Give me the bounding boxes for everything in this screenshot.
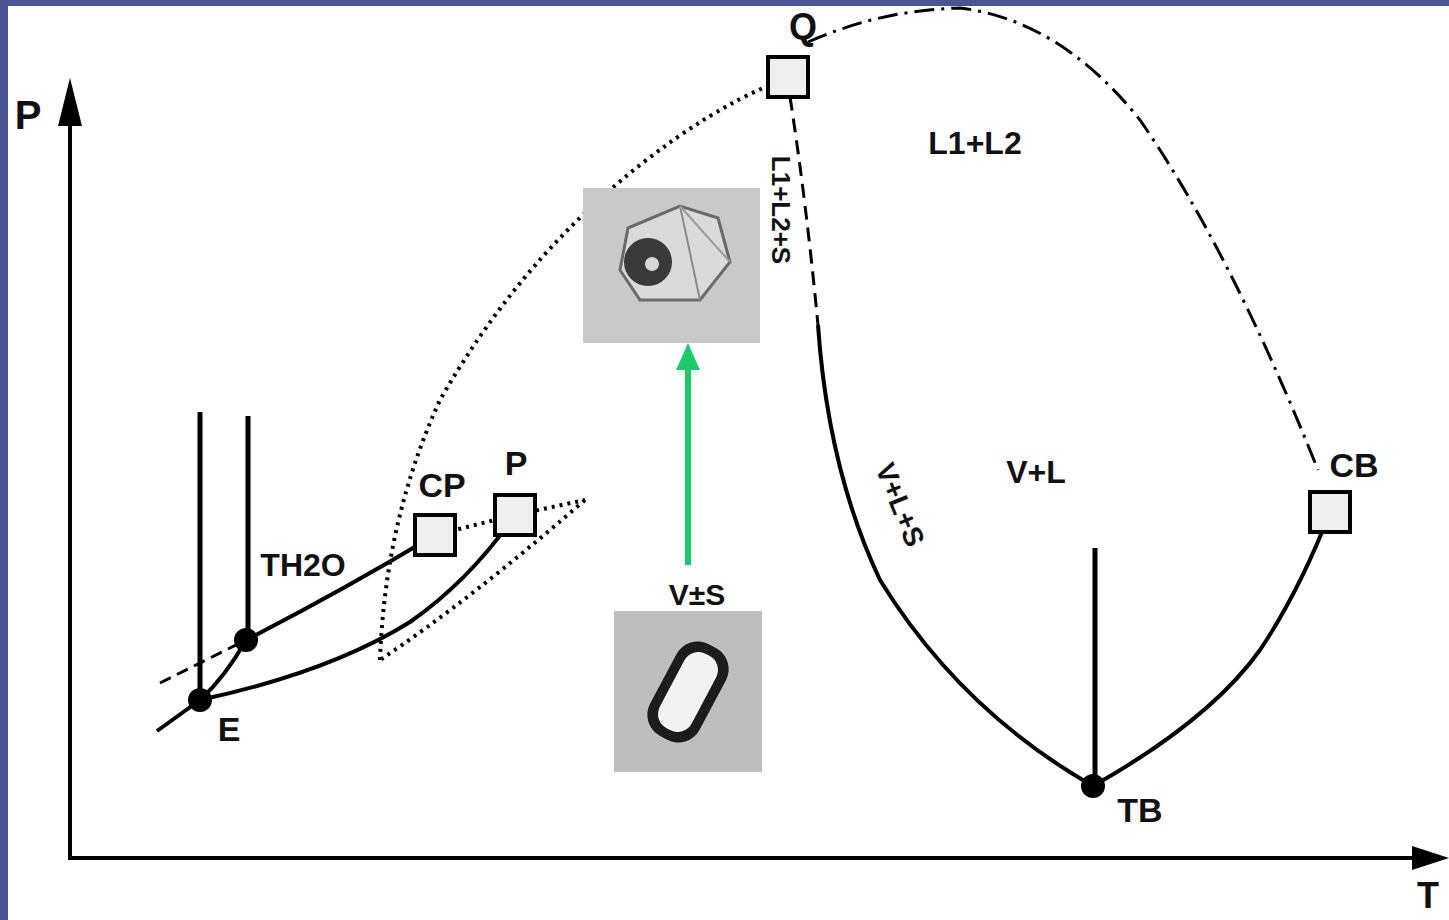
field-label: L1+L2 (926, 126, 1023, 160)
phase-line (1093, 548, 1098, 786)
t-axis (68, 856, 1420, 860)
axis-arrowhead (1412, 846, 1449, 870)
inclusion-photo (614, 611, 762, 772)
three-phase-line (818, 325, 1093, 786)
inclusion-crystal (620, 206, 730, 300)
eutectic-point (188, 688, 212, 712)
field-label: V+L (1004, 455, 1068, 489)
phase-line (246, 416, 251, 640)
point-label: CB (1327, 447, 1380, 483)
axis-arrowhead (58, 78, 82, 126)
heating-arrow (685, 366, 691, 565)
critical-point (1310, 492, 1350, 532)
arrowhead (676, 343, 700, 370)
point-label: TB (1115, 792, 1164, 828)
region-boundary (380, 85, 770, 660)
triple-point (1081, 774, 1105, 798)
axis-label: P (13, 94, 44, 136)
inclusion-bubble (624, 238, 672, 286)
inclusion-photo (583, 188, 760, 343)
axis-label: T (1415, 877, 1441, 915)
critical-point (495, 495, 535, 535)
metastable-line (160, 640, 246, 683)
inclusion-wall (639, 633, 737, 751)
field-label: V±S (667, 579, 727, 611)
point-label: TH2O (258, 548, 347, 582)
p-axis (68, 110, 72, 860)
field-label: V+L+S (869, 457, 931, 553)
inclusion-vapour (652, 646, 723, 737)
phase-line (200, 515, 515, 700)
slide-ground (8, 6, 1449, 920)
phase-line (198, 412, 203, 700)
critical-point (768, 57, 808, 97)
inclusion-bubble-highlight (645, 257, 659, 271)
point-label: CP (416, 467, 467, 503)
critical-point (415, 515, 455, 555)
point-label: E (216, 711, 243, 747)
point-label: P (503, 445, 530, 481)
immiscibility-boundary (808, 8, 1318, 470)
region-boundary (380, 500, 585, 660)
inclusion-cavity (639, 633, 737, 751)
crystal-edge (680, 206, 700, 300)
boiling-curve (1093, 512, 1330, 786)
triple-point (234, 628, 258, 652)
crystal-edge (680, 206, 730, 262)
field-label: L1+L2+S (767, 154, 795, 266)
point-label: Q (787, 8, 819, 46)
